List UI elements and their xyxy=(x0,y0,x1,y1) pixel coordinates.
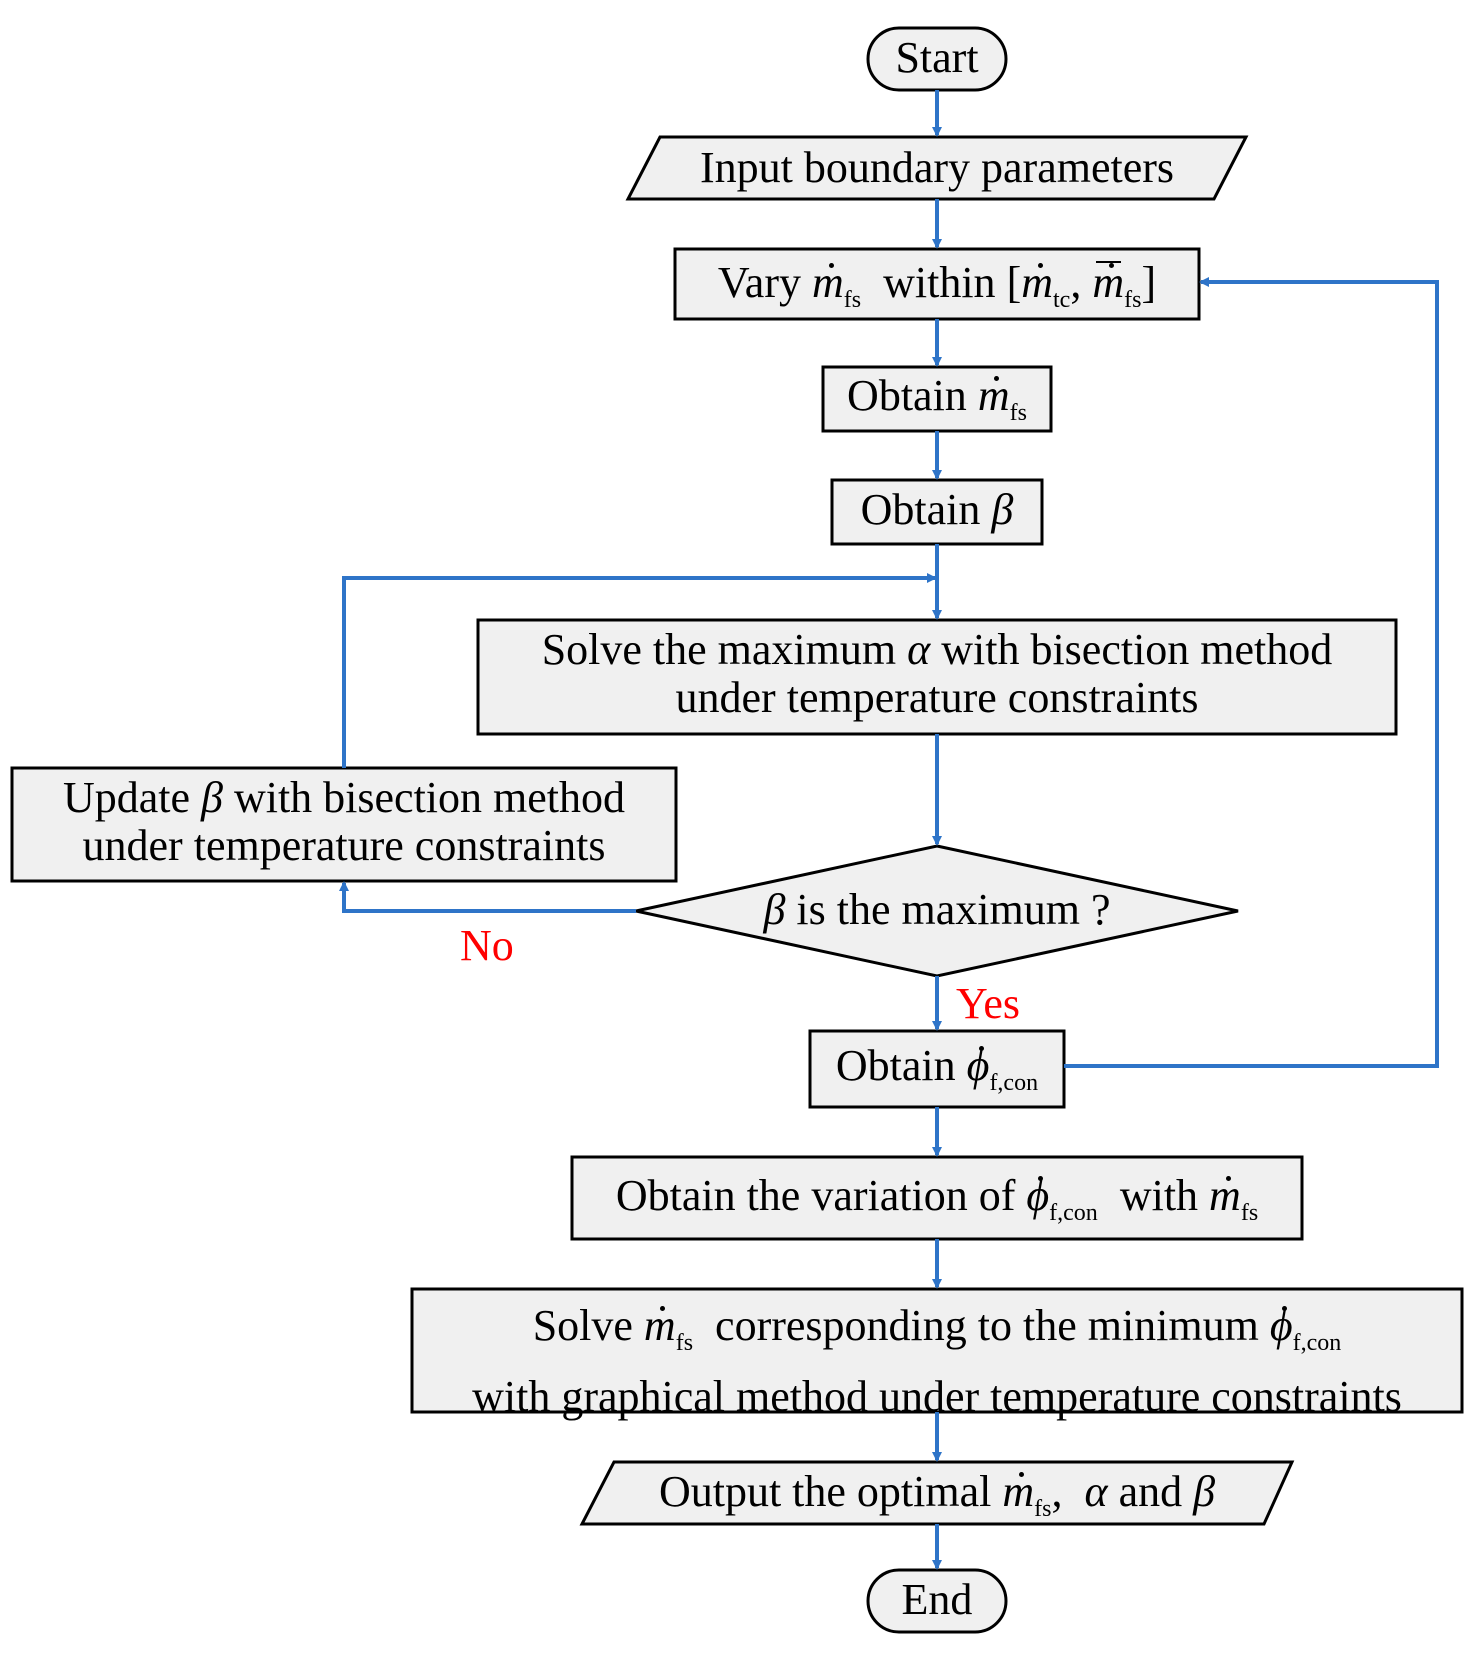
solve-m-label: Solve mfs corresponding to the minimum ϕ… xyxy=(412,1302,1462,1421)
end-label: End xyxy=(901,1575,973,1624)
solve-alpha-label: Solve the maximum α with bisection metho… xyxy=(478,626,1396,722)
sub-fs: fs xyxy=(1240,1200,1259,1226)
beta-symbol: β xyxy=(991,485,1014,534)
update-beta-label: Update β with bisection method under tem… xyxy=(12,774,676,870)
m-bar-dot-symbol: m xyxy=(1092,258,1125,307)
solve-m-line1: Solve mfs corresponding to the minimum ϕ… xyxy=(412,1302,1462,1367)
arrow-loop-phi-to-vary xyxy=(1064,277,1439,1068)
update-word: Update xyxy=(62,773,191,822)
vary-word: Vary xyxy=(717,258,801,307)
variation-box xyxy=(570,1155,1304,1241)
update-beta-box xyxy=(10,766,678,883)
bracket-right: ] xyxy=(1141,258,1157,307)
solve-m-line2: with graphical method under temperature … xyxy=(472,1372,1402,1421)
solve-alpha-text-a: Solve the maximum xyxy=(541,625,897,674)
output-parallelogram xyxy=(579,1460,1295,1526)
with-word: with xyxy=(1119,1171,1199,1220)
sub-fs: fs xyxy=(1124,287,1142,313)
comma: , xyxy=(1070,258,1082,307)
update-beta-text-b: with bisection method xyxy=(233,773,626,822)
m-dot-symbol: m xyxy=(1209,1171,1241,1220)
solve-alpha-line2: under temperature constraints xyxy=(675,673,1199,722)
yes-branch-label: Yes xyxy=(956,979,1021,1028)
phi-dot-symbol: ϕ xyxy=(966,1041,990,1090)
alpha-symbol: α xyxy=(1084,1467,1108,1516)
arrow-loop-update-to-solve xyxy=(342,573,937,768)
obtain-m-box xyxy=(821,365,1053,433)
sub-fcon: f,con xyxy=(1049,1200,1098,1226)
output-text-a: Output the optimal xyxy=(658,1467,992,1516)
m-dot-symbol: m xyxy=(1021,258,1053,307)
obtain-m-label: Obtain mfs xyxy=(823,372,1051,437)
obtain-word: Obtain xyxy=(860,485,981,534)
obtain-beta-box xyxy=(830,478,1044,546)
start-label: Start xyxy=(895,33,979,82)
m-dot-symbol: m xyxy=(811,258,844,307)
input-parallelogram xyxy=(625,135,1249,201)
phi-dot-symbol: ϕ xyxy=(1026,1171,1050,1220)
solve-alpha-line1: Solve the maximum α with bisection metho… xyxy=(478,626,1396,674)
solve-alpha-text-b: with bisection method xyxy=(941,625,1333,674)
alpha-symbol: α xyxy=(907,625,931,674)
comma: , xyxy=(1051,1467,1063,1516)
sub-fcon: f,con xyxy=(1292,1330,1342,1356)
m-dot-symbol: m xyxy=(977,371,1010,420)
decision-text: is the maximum ? xyxy=(796,885,1111,934)
solve-m-box xyxy=(410,1287,1464,1414)
vary-label: Vary mfs within [mtc, mfs] xyxy=(675,259,1199,324)
sub-fs: fs xyxy=(675,1330,694,1356)
solve-m-text-b: corresponding to the minimum xyxy=(715,1301,1259,1350)
decision-label: β is the maximum ? xyxy=(636,886,1238,934)
end-terminal xyxy=(866,1568,1008,1634)
m-dot-symbol: m xyxy=(643,1301,676,1350)
sub-tc: tc xyxy=(1053,287,1071,313)
variation-text-a: Obtain the variation of xyxy=(615,1171,1016,1220)
sub-fs: fs xyxy=(1009,400,1027,426)
update-beta-line1: Update β with bisection method xyxy=(12,774,676,822)
obtain-phi-label: Obtain ϕf,con xyxy=(810,1042,1064,1107)
sub-fs: fs xyxy=(1034,1496,1052,1522)
obtain-beta-label: Obtain β xyxy=(832,486,1042,534)
phi-dot-symbol: ϕ xyxy=(1269,1301,1293,1350)
update-beta-line2: under temperature constraints xyxy=(82,821,606,870)
beta-symbol: β xyxy=(1193,1467,1216,1516)
arrow-no-branch xyxy=(339,881,636,913)
solve-word: Solve xyxy=(532,1301,633,1350)
obtain-word: Obtain xyxy=(835,1041,956,1090)
output-label: Output the optimal mfs, α and β xyxy=(582,1468,1292,1533)
input-label: Input boundary parameters xyxy=(699,143,1175,192)
and-word: and xyxy=(1118,1467,1183,1516)
variation-label: Obtain the variation of ϕf,con with mfs xyxy=(572,1172,1302,1237)
sub-fcon: f,con xyxy=(989,1070,1039,1096)
beta-symbol: β xyxy=(763,885,786,934)
bracket-left: [ xyxy=(1006,258,1022,307)
no-branch-label: No xyxy=(460,921,514,970)
obtain-word: Obtain xyxy=(847,371,967,420)
within-word: within xyxy=(883,258,996,307)
beta-symbol: β xyxy=(201,773,223,822)
sub-fs: fs xyxy=(843,287,862,313)
m-dot-symbol: m xyxy=(1002,1467,1035,1516)
obtain-phi-box xyxy=(808,1029,1066,1109)
